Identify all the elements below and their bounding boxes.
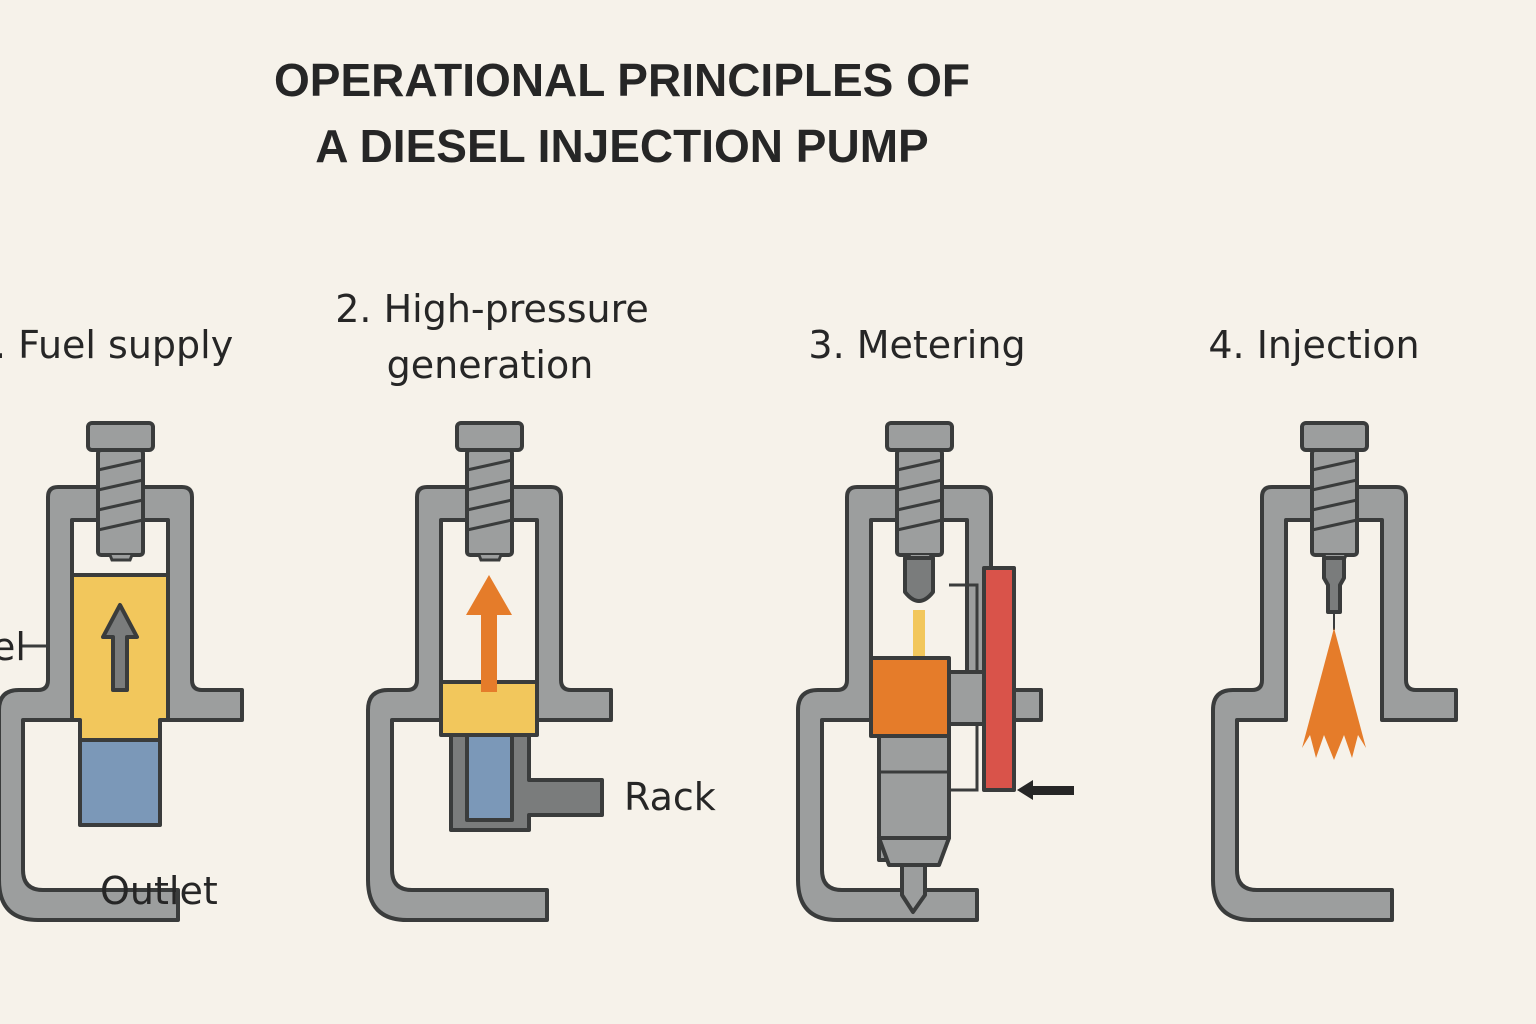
step-4-label: 4. Injection bbox=[1208, 323, 1419, 367]
rack-connector bbox=[947, 670, 987, 726]
pressure-arrow-up-icon bbox=[466, 575, 512, 692]
outlet-label: Outlet bbox=[100, 869, 218, 913]
panel-high-pressure bbox=[366, 421, 613, 922]
nozzle-tip bbox=[900, 863, 927, 914]
title-line-2: A DIESEL INJECTION PUMP bbox=[315, 120, 928, 172]
plunger-tip bbox=[903, 556, 935, 603]
arrow-left-icon bbox=[1017, 780, 1074, 800]
control-rack bbox=[982, 566, 1016, 792]
plunger-bolt bbox=[455, 421, 524, 562]
step-3-label: 3. Metering bbox=[808, 323, 1025, 367]
metered-fuel bbox=[869, 656, 951, 738]
plunger-bolt bbox=[885, 421, 954, 562]
arrow-up-icon bbox=[101, 603, 139, 692]
panel-injection bbox=[1211, 421, 1458, 922]
step-2-label-line-2: generation bbox=[387, 343, 594, 387]
step-2-label-line-1: 2. High-pressure bbox=[335, 287, 649, 331]
rack-label: Rack bbox=[624, 775, 716, 819]
plunger bbox=[78, 738, 162, 827]
title-line-1: OPERATIONAL PRINCIPLES OF bbox=[274, 54, 970, 106]
panel-metering bbox=[796, 421, 1074, 922]
panel-fuel-supply bbox=[0, 421, 244, 922]
plunger-bolt bbox=[1300, 421, 1369, 562]
plunger-bolt bbox=[86, 421, 155, 562]
plunger bbox=[465, 733, 514, 822]
fuel-spray bbox=[1302, 628, 1366, 760]
step-1-label: . Fuel supply bbox=[0, 323, 233, 367]
fuel-stream bbox=[913, 610, 925, 660]
fuel-label: el bbox=[0, 625, 26, 669]
injector-nozzle bbox=[1322, 556, 1346, 614]
